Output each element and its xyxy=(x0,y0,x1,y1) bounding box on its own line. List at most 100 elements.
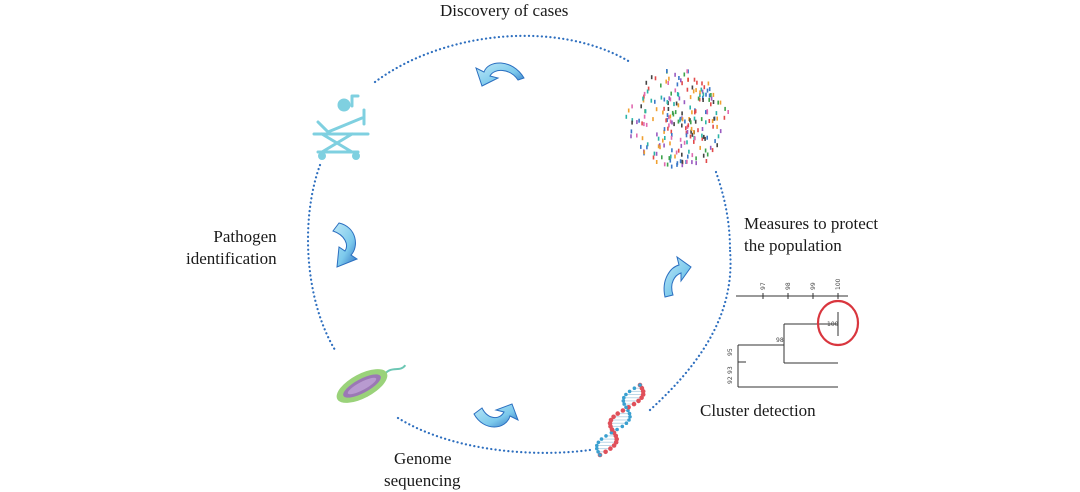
person-figure xyxy=(646,145,648,150)
dna-strand-dot xyxy=(624,421,629,426)
person-figure xyxy=(643,91,646,96)
dna-strand-dot xyxy=(632,386,637,391)
person-figure xyxy=(661,155,663,160)
dna-strand-dot xyxy=(603,449,608,455)
dna-strand-dot xyxy=(624,405,628,410)
label-discovery-of-cases: Discovery of cases xyxy=(440,1,569,20)
person-figure xyxy=(706,88,709,93)
person-figure xyxy=(697,96,700,101)
person-figure xyxy=(701,81,703,86)
person-figure xyxy=(642,96,644,101)
cycle-arc-left xyxy=(306,163,337,352)
person-figure xyxy=(686,130,689,134)
tree-scale-tick-label: 100 xyxy=(835,278,842,290)
dna-strand-dot xyxy=(595,443,599,448)
dna-strand-dot xyxy=(598,453,602,457)
dna-strand-dot xyxy=(596,450,600,454)
dna-strand-dot xyxy=(604,434,608,438)
person-figure xyxy=(655,107,658,112)
person-figure xyxy=(656,132,658,137)
label-line: Pathogen xyxy=(213,227,277,246)
person-figure xyxy=(693,139,695,144)
person-figure xyxy=(666,118,668,122)
person-figure xyxy=(681,81,683,86)
person-figure xyxy=(671,110,674,115)
dna-strand-dot xyxy=(626,408,630,413)
cycle-arc-right-upper xyxy=(714,170,732,252)
person-figure xyxy=(691,153,694,158)
person-figure xyxy=(680,78,682,83)
person-figure xyxy=(727,110,729,114)
person-figure xyxy=(694,119,697,124)
person-figure xyxy=(644,109,647,114)
person-figure xyxy=(668,76,670,81)
person-figure xyxy=(708,119,711,123)
dna-strand-dot xyxy=(626,405,631,410)
person-figure xyxy=(694,108,696,113)
person-figure xyxy=(641,121,643,126)
person-figure xyxy=(693,116,696,121)
person-figure xyxy=(663,143,665,148)
person-figure xyxy=(666,69,668,73)
dna-strand-dot xyxy=(621,399,626,403)
person-figure xyxy=(681,117,684,122)
person-figure xyxy=(697,128,699,133)
person-figure xyxy=(683,100,686,105)
person-figure xyxy=(704,148,707,153)
person-figure xyxy=(643,150,646,155)
person-figure xyxy=(687,69,689,74)
person-figure xyxy=(705,159,708,163)
tree-scale-tick-label: 99 xyxy=(810,282,817,290)
cluster-highlight-circle xyxy=(816,299,860,347)
dna-strand-dot xyxy=(622,395,626,400)
person-figure xyxy=(671,120,673,125)
person-figure xyxy=(676,161,679,166)
dna-strand-dot xyxy=(595,446,599,451)
person-figure xyxy=(674,88,677,93)
person-figure xyxy=(667,126,669,131)
person-figure xyxy=(700,117,703,122)
dna-strand-dot xyxy=(624,392,628,397)
person-figure xyxy=(681,123,683,128)
person-figure xyxy=(719,129,722,134)
person-figure xyxy=(666,162,669,167)
curved-arrow-bottom xyxy=(473,403,519,428)
person-figure xyxy=(688,117,690,121)
person-figure xyxy=(683,72,686,77)
person-figure xyxy=(690,129,692,134)
person-figure xyxy=(657,136,660,141)
person-figure xyxy=(668,96,671,101)
person-figure xyxy=(704,136,706,141)
person-figure xyxy=(693,77,696,82)
person-figure xyxy=(705,120,707,125)
person-figure xyxy=(712,100,715,104)
person-figure xyxy=(708,93,711,98)
person-figure xyxy=(702,153,705,158)
person-figure xyxy=(689,95,692,100)
person-figure xyxy=(645,80,648,85)
person-figure xyxy=(643,94,645,99)
person-figure xyxy=(667,81,669,85)
person-figure xyxy=(652,155,655,160)
person-figure xyxy=(702,95,704,100)
person-figure xyxy=(711,119,714,124)
person-figure xyxy=(663,162,666,167)
person-figure xyxy=(705,110,707,115)
person-figure xyxy=(701,127,704,131)
person-figure xyxy=(675,101,678,106)
person-figure xyxy=(640,104,642,109)
person-figure xyxy=(675,150,678,155)
person-figure xyxy=(674,110,677,115)
person-figure xyxy=(685,130,688,135)
person-figure xyxy=(699,145,701,150)
person-figure xyxy=(670,91,672,96)
person-figure xyxy=(669,141,671,146)
person-figure xyxy=(654,99,656,104)
person-figure xyxy=(703,85,706,90)
person-figure xyxy=(673,122,675,127)
person-figure xyxy=(709,145,712,150)
person-figure xyxy=(699,93,701,97)
dna-strand-dot xyxy=(627,389,632,394)
person-figure xyxy=(670,129,673,134)
person-figure xyxy=(664,136,666,140)
